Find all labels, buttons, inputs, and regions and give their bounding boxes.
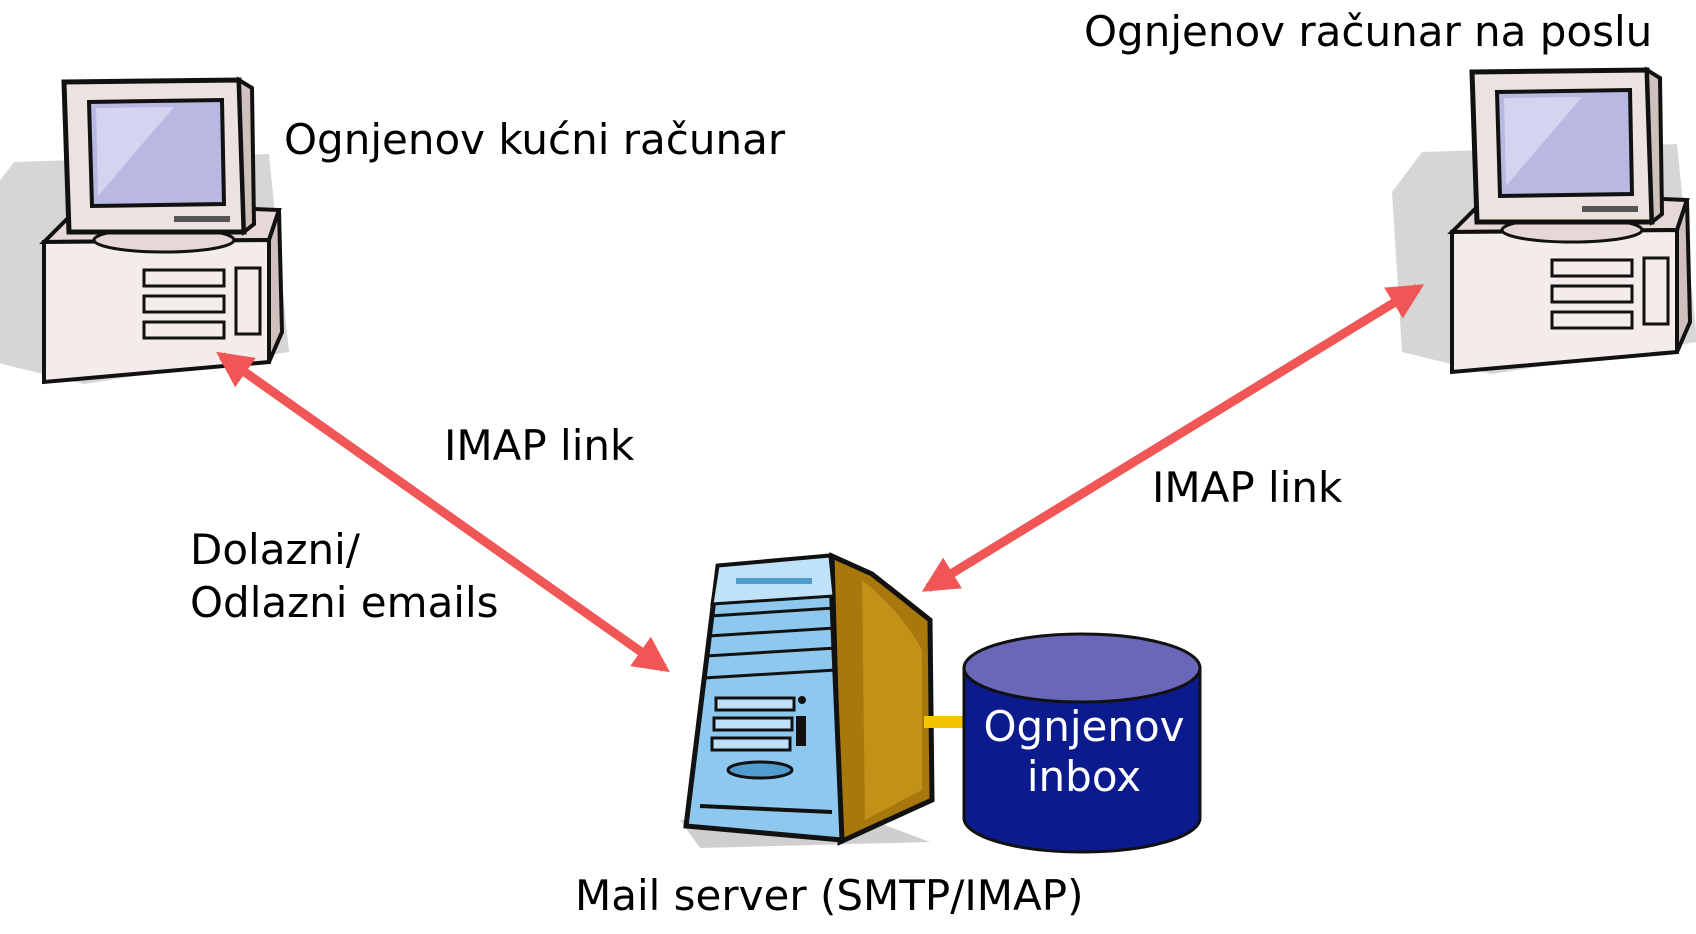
inbox-label-line1: Ognjenov — [983, 702, 1185, 751]
imap-link-arrow-right — [921, 284, 1425, 592]
imap-link-label-left: IMAP link — [444, 421, 635, 470]
emails-label-line2: Odlazni emails — [190, 577, 499, 627]
server-tower-icon — [680, 552, 935, 848]
work-computer-label: Ognjenov računar na poslu — [1084, 7, 1653, 56]
imap-link-label-right: IMAP link — [1152, 463, 1343, 512]
work-computer-icon — [1392, 70, 1696, 374]
mail-server-label: Mail server (SMTP/IMAP) — [575, 871, 1084, 920]
emails-label-line1: Dolazni/ — [190, 525, 360, 574]
home-computer-label: Ognjenov kućni računar — [284, 115, 786, 164]
home-computer-icon — [0, 80, 289, 384]
database-cylinder-icon — [962, 632, 1202, 854]
imap-link-arrow-left — [216, 351, 670, 673]
inbox-label: Ognjenov inbox — [964, 702, 1204, 803]
server-db-connector — [924, 716, 968, 728]
emails-label: Dolazni/ Odlazni emails — [190, 524, 499, 629]
inbox-label-line2: inbox — [1026, 752, 1142, 802]
